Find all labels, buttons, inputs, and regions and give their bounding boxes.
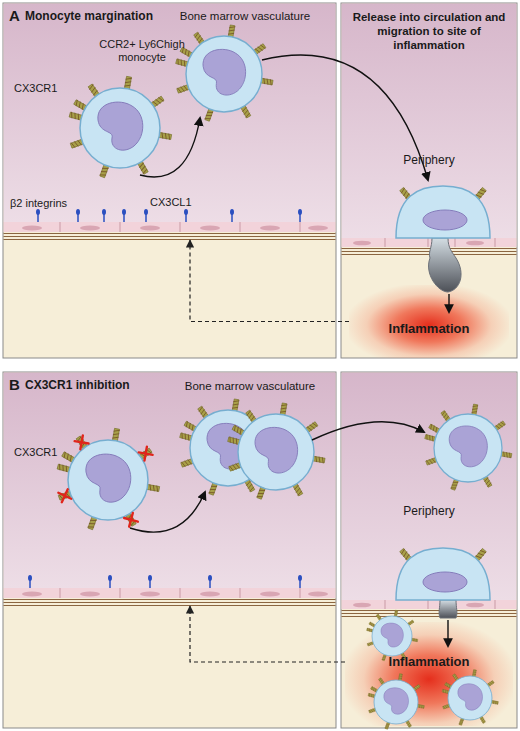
periphery-panel: PeripheryInflammation — [341, 372, 517, 728]
ligand-label: CX3CL1 — [150, 196, 210, 209]
panel-frame — [341, 372, 517, 728]
node-heading: A — [9, 7, 25, 25]
vessel-lumen — [342, 4, 517, 239]
monocyte-cell — [180, 399, 278, 496]
movement-arrow — [262, 55, 428, 180]
endothelium — [4, 588, 336, 606]
integrin-symbols — [28, 575, 302, 588]
feedback-arrow — [190, 606, 345, 662]
node-heading: B — [9, 376, 25, 394]
movement-arrow — [140, 118, 200, 177]
integrin-symbols — [36, 209, 302, 222]
transmigrating-cell — [396, 186, 490, 292]
panel-heading-box: BCX3CR1 inhibition — [3, 372, 336, 606]
vessel-lumen — [4, 373, 336, 589]
cell-label: CCR2+ Ly6Chigh monocyte — [96, 38, 188, 64]
region-label: Bone marrow vasculature — [165, 10, 325, 24]
node-heading: Inflammation — [345, 654, 513, 670]
node-heading: Inflammation — [349, 321, 509, 337]
inhibited-monocyte — [57, 428, 160, 530]
endothelium — [342, 238, 517, 255]
node-text: Periphery — [341, 153, 517, 167]
node-heading: Periphery — [341, 504, 517, 518]
monocyte-cell — [228, 403, 326, 500]
panel-frame — [3, 372, 336, 728]
integrin-label: β2 integrins — [10, 197, 100, 210]
movement-arrow — [312, 422, 424, 440]
endothelium — [342, 600, 517, 617]
inflammation-site: Inflammation — [349, 285, 509, 358]
receptor-label: CX3CR1 — [14, 446, 74, 459]
periphery-panel: Release into circulation and migration t… — [341, 3, 517, 358]
movement-arrow — [130, 492, 205, 532]
inflammation-site: Inflammation — [345, 622, 513, 726]
endothelium — [4, 222, 336, 240]
vessel-lumen — [4, 4, 336, 223]
monocyte-cell — [425, 404, 512, 490]
panel-frame — [341, 3, 517, 358]
monocyte-cell — [69, 76, 172, 178]
vessel-lumen — [342, 373, 517, 601]
transmigrating-cell — [396, 548, 490, 618]
region-label: Bone marrow vasculature — [170, 380, 330, 394]
feedback-arrow — [190, 240, 349, 322]
receptor-label: CX3CR1 — [14, 82, 74, 95]
panel-frame — [3, 3, 336, 358]
monocyte-cell — [176, 25, 274, 122]
node-heading: Release into circulation and migration t… — [347, 11, 511, 52]
